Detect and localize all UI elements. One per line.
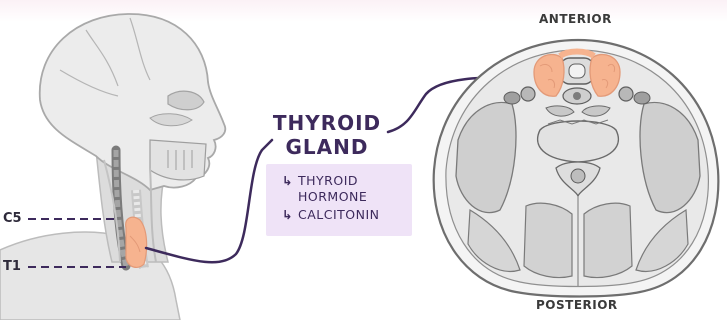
title-line-2: GLAND [262,136,392,158]
head-neck-figure [0,14,225,320]
title-line-1: THYROID [262,112,392,134]
thyroid-side-view [126,217,147,267]
sub-arrow-icon: ↳ [282,173,298,188]
vertebra-c5-label: C5 [3,211,22,226]
vertebra-t1-label: T1 [3,259,21,274]
note-thyroid-hormone-line2: HORMONE [298,189,367,204]
sub-arrow-icon: ↳ [282,207,298,222]
posterior-label: POSTERIOR [536,298,618,312]
anterior-label: ANTERIOR [539,12,612,26]
note-thyroid-hormone-line1: ↳THYROID [282,173,358,188]
note-calcitonin: ↳CALCITONIN [282,207,380,222]
cross-section [434,40,719,297]
